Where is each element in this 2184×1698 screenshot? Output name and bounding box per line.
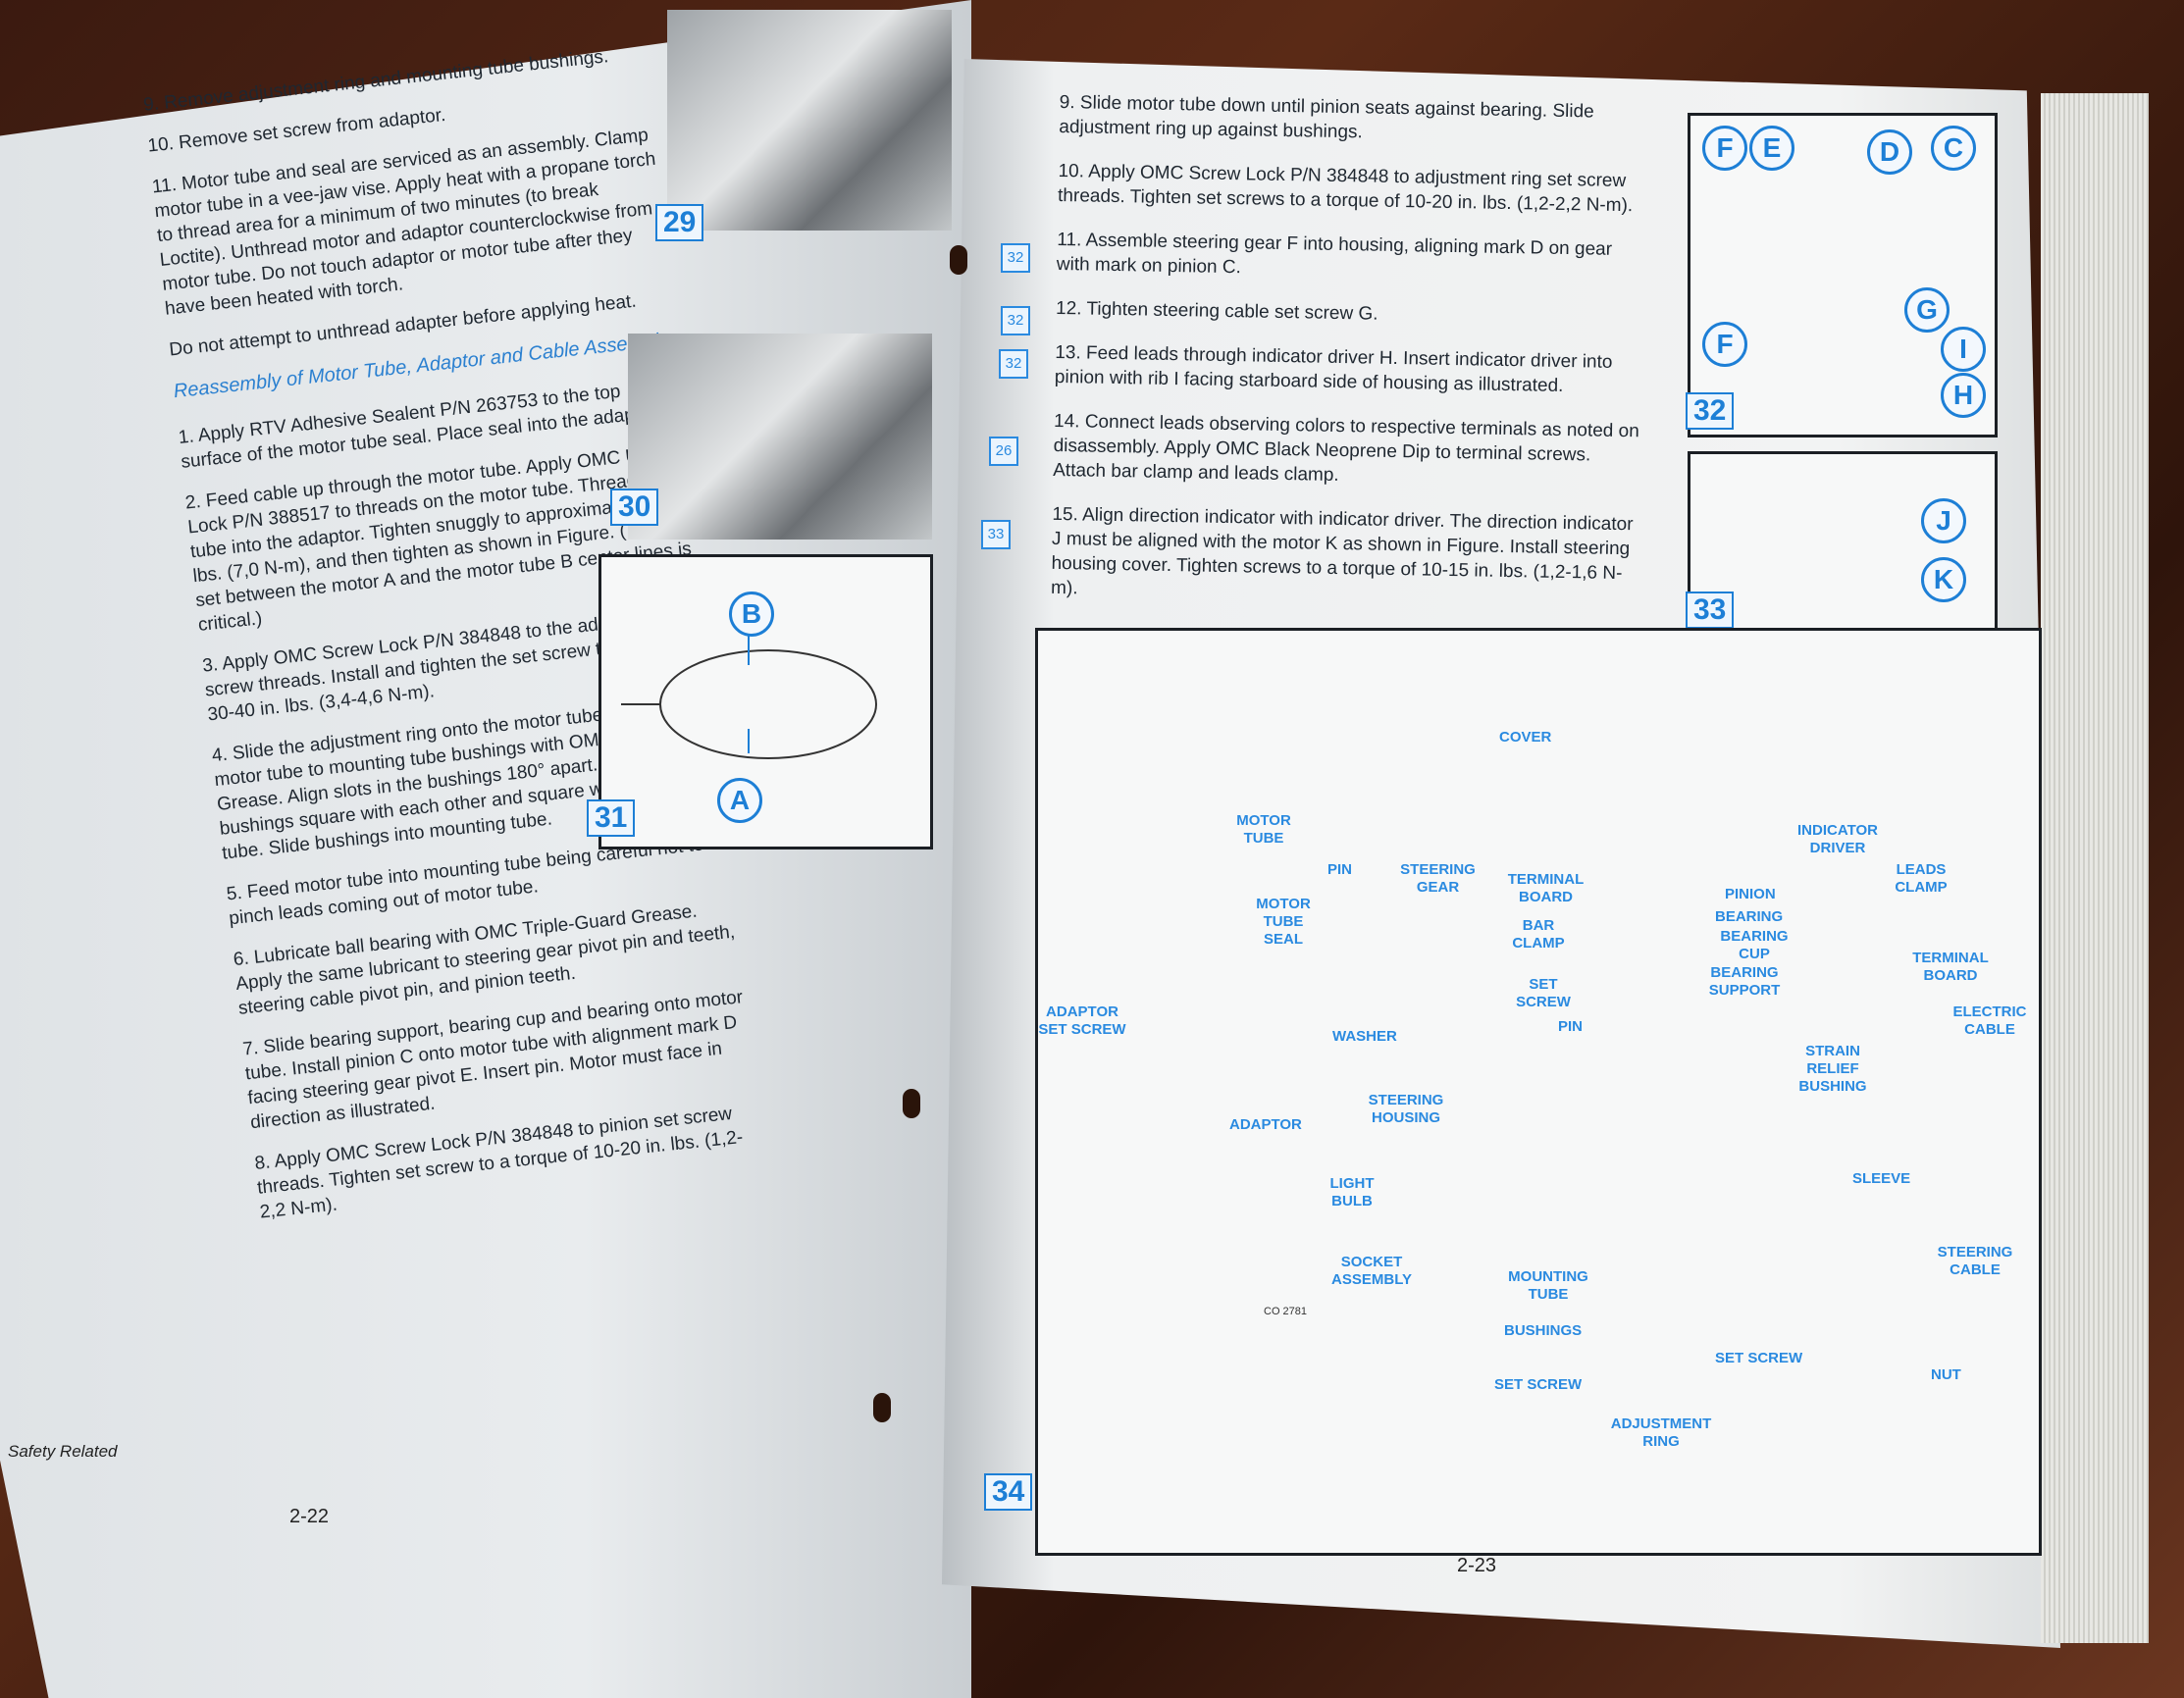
drawing-code: CO 2781 bbox=[1264, 1306, 1308, 1317]
label: PIN bbox=[1558, 1018, 1584, 1035]
callout-e: E bbox=[1749, 126, 1794, 171]
figure-33-drawing: J K bbox=[1688, 451, 1998, 639]
label: STEERING GEAR bbox=[1400, 861, 1476, 896]
label: PINION bbox=[1725, 886, 1776, 902]
label: STRAIN RELIEF BUSHING bbox=[1798, 1043, 1867, 1095]
label: MOUNTING TUBE bbox=[1508, 1268, 1588, 1303]
figure-ref: 32 bbox=[1001, 306, 1030, 335]
label: SET SCREW bbox=[1715, 1350, 1803, 1366]
label: ADAPTOR bbox=[1229, 1116, 1302, 1133]
label: SET SCREW bbox=[1494, 1376, 1583, 1393]
figure-ref: 33 bbox=[981, 520, 1011, 549]
label: SLEEVE bbox=[1852, 1170, 1911, 1187]
label: LIGHT BULB bbox=[1329, 1175, 1375, 1209]
label: INDICATOR DRIVER bbox=[1797, 822, 1878, 856]
label: ADAPTOR SET SCREW bbox=[1038, 1003, 1126, 1038]
figure-29-photo bbox=[667, 10, 952, 231]
step: 11. Assemble steering gear F into housin… bbox=[1056, 229, 1613, 279]
callout-a: A bbox=[717, 778, 762, 823]
callout-i: I bbox=[1941, 327, 1986, 372]
callout-j: J bbox=[1921, 498, 1966, 543]
label: BEARING CUP bbox=[1720, 928, 1789, 962]
figure-number: 32 bbox=[1686, 392, 1735, 430]
callout-k: K bbox=[1921, 557, 1966, 602]
callout-d: D bbox=[1867, 129, 1912, 175]
callout-g: G bbox=[1904, 287, 1950, 333]
figure-number: 31 bbox=[587, 799, 636, 837]
safety-label: Safety Related bbox=[8, 1442, 118, 1461]
label: BEARING SUPPORT bbox=[1708, 964, 1781, 999]
label: SOCKET ASSEMBLY bbox=[1331, 1254, 1412, 1288]
page-edges bbox=[2041, 93, 2149, 1643]
label: COVER bbox=[1499, 729, 1552, 746]
binding-hole bbox=[950, 245, 967, 275]
label: WASHER bbox=[1332, 1028, 1397, 1045]
label: BAR CLAMP bbox=[1512, 917, 1565, 952]
label: BEARING bbox=[1715, 908, 1784, 925]
callout-f2: F bbox=[1702, 322, 1747, 367]
figure-30-photo bbox=[628, 334, 932, 540]
page-number: 2-22 bbox=[289, 1506, 330, 1527]
step: 11. Motor tube and seal are serviced as … bbox=[150, 125, 657, 320]
figure-number: 29 bbox=[655, 204, 704, 241]
callout-b: B bbox=[729, 592, 774, 637]
figure-ref: 26 bbox=[989, 437, 1018, 466]
label: SET SCREW bbox=[1516, 976, 1571, 1010]
label: MOTOR TUBE SEAL bbox=[1256, 896, 1311, 948]
label: ADJUSTMENT RING bbox=[1610, 1415, 1712, 1450]
figure-32-drawing: F E D C G F I H bbox=[1688, 113, 1998, 437]
figure-34-exploded-view: COVER MOTOR TUBE INDICATOR DRIVER LEADS … bbox=[1035, 628, 2042, 1556]
figure-ref: 32 bbox=[1001, 243, 1030, 273]
step: 9. Slide motor tube down until pinion se… bbox=[1059, 91, 1594, 143]
callout-h: H bbox=[1941, 373, 1986, 418]
label: NUT bbox=[1931, 1366, 1961, 1383]
figure-31-drawing: B A bbox=[598, 554, 933, 849]
binding-hole bbox=[903, 1089, 920, 1118]
page-number: 2-23 bbox=[1457, 1555, 1497, 1576]
binding-hole bbox=[873, 1393, 891, 1422]
step: 10. Apply OMC Screw Lock P/N 384848 to a… bbox=[1057, 160, 1634, 217]
label: TERMINAL BOARD bbox=[1507, 871, 1585, 905]
label: TERMINAL BOARD bbox=[1912, 950, 1989, 984]
callout-f: F bbox=[1702, 126, 1747, 171]
step: 14. Connect leads observing colors to re… bbox=[1053, 410, 1639, 487]
figure-ref: 32 bbox=[999, 349, 1028, 379]
label: PIN bbox=[1327, 861, 1353, 878]
step: 15. Align direction indicator with indic… bbox=[1050, 503, 1634, 599]
label: STEERING HOUSING bbox=[1368, 1092, 1444, 1126]
label: LEADS CLAMP bbox=[1895, 861, 1948, 896]
label: ELECTRIC CABLE bbox=[1952, 1003, 2027, 1038]
step: 13. Feed leads through indicator driver … bbox=[1054, 341, 1613, 397]
label: BUSHINGS bbox=[1504, 1322, 1583, 1339]
motor-drawing bbox=[621, 636, 877, 759]
step: 12. Tighten steering cable set screw G. bbox=[1055, 297, 1378, 325]
callout-c: C bbox=[1931, 126, 1976, 171]
figure-number: 34 bbox=[984, 1473, 1033, 1511]
right-page-text: 9. Slide motor tube down until pinion se… bbox=[1051, 90, 1648, 630]
figure-number: 30 bbox=[610, 489, 659, 526]
figure-number: 33 bbox=[1686, 592, 1735, 629]
label: MOTOR TUBE bbox=[1236, 812, 1291, 847]
label: STEERING CABLE bbox=[1937, 1244, 2013, 1278]
